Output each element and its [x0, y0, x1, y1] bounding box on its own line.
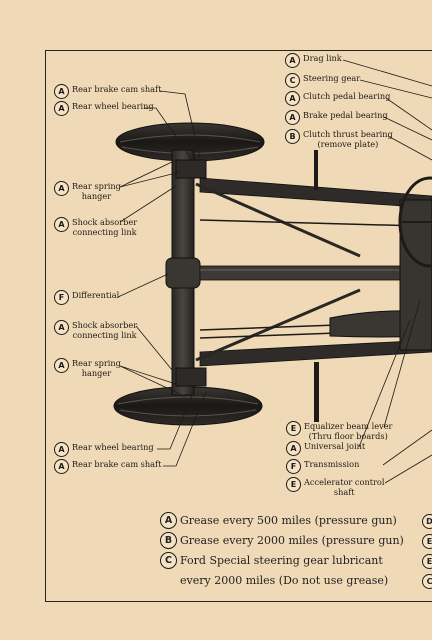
key-circle: E [286, 421, 301, 436]
legend-text: Grease every 500 miles (pressure gun) [180, 514, 397, 527]
label-text: Rear brake cam shaft [72, 459, 162, 469]
label-text: Rear spring [72, 358, 121, 368]
label-text: Transmission [304, 459, 360, 469]
key-circle: F [286, 459, 301, 474]
label-differential: F Differential [54, 290, 119, 305]
label-text: Differential [72, 290, 120, 300]
label-rear-brake-cam-shaft-bottom: A Rear brake cam shaft [54, 459, 161, 474]
key-circle: B [285, 129, 300, 144]
key-circle: A [54, 217, 69, 232]
key-circle: A [54, 181, 69, 196]
key-circle: A [285, 110, 300, 125]
key-circle: E [286, 477, 301, 492]
legend-text: Grease every 2000 miles (pressure gun) [180, 534, 404, 547]
transmission-housing [329, 199, 432, 351]
label-universal-joint: A Universal joint [286, 441, 365, 456]
label-rear-brake-cam-shaft-top: A Rear brake cam shaft [54, 84, 161, 99]
label-text: Clutch pedal bearing [303, 91, 391, 101]
legend-item-b: B Grease every 2000 miles (pressure gun) [160, 532, 404, 549]
edge-key-circle: E [422, 554, 432, 569]
label-text: Rear wheel bearing [72, 101, 154, 111]
edge-key-circle: D [422, 514, 432, 529]
legend-key: C [160, 552, 177, 569]
key-circle: A [285, 53, 300, 68]
label-text: Shock absorber [72, 217, 138, 227]
key-circle: C [285, 73, 300, 88]
key-circle: A [54, 459, 69, 474]
key-circle: A [54, 442, 69, 457]
label-text: Steering gear [303, 73, 361, 83]
torque-tube [199, 265, 432, 281]
key-circle: A [54, 101, 69, 116]
legend-item-c: C Ford Special steering gear lubricant [160, 552, 383, 569]
legend-item-a: A Grease every 500 miles (pressure gun) [160, 512, 397, 529]
edge-key-circle: C [422, 574, 432, 589]
label-text-line2: connecting link [72, 227, 137, 237]
key-circle: A [54, 320, 69, 335]
label-text: Clutch thrust bearing [303, 129, 393, 139]
key-circle: F [54, 290, 69, 305]
label-text-line2: (remove plate) [317, 139, 379, 149]
key-circle: A [286, 441, 301, 456]
label-drag-link: A Drag link [285, 53, 342, 68]
rear-axle-housing [165, 149, 207, 396]
label-text: Rear spring [72, 181, 121, 191]
legend-key: B [160, 532, 177, 549]
drag-link-rod [314, 150, 318, 190]
label-text: Shock absorber [72, 320, 138, 330]
label-text-line2: hanger [81, 191, 112, 201]
label-text: Drag link [303, 53, 342, 63]
legend-text: Ford Special steering gear lubricant [180, 554, 383, 567]
label-transmission: F Transmission [286, 459, 359, 474]
label-brake-pedal-bearing: A Brake pedal bearing [285, 110, 388, 125]
label-steering-gear: C Steering gear [285, 73, 360, 88]
label-rear-wheel-bearing-top: A Rear wheel bearing [54, 101, 154, 116]
label-text: Universal joint [304, 441, 366, 451]
label-text: Brake pedal bearing [303, 110, 388, 120]
label-text: Accelerator control [304, 477, 385, 487]
label-rear-wheel-bearing-bottom: A Rear wheel bearing [54, 442, 154, 457]
label-clutch-pedal-bearing: A Clutch pedal bearing [285, 91, 390, 106]
label-equalizer-beam-lever: E Equalizer beam lever(Thru floor boards… [286, 421, 392, 441]
diagram-frame [45, 50, 432, 602]
label-text: Rear brake cam shaft [72, 84, 162, 94]
key-circle: A [54, 84, 69, 99]
label-text-line2: hanger [81, 368, 112, 378]
legend-key: A [160, 512, 177, 529]
radius-rods [195, 182, 361, 362]
label-text: Rear wheel bearing [72, 442, 154, 452]
legend-item-c-continuation: every 2000 miles (Do not use grease) [180, 574, 389, 587]
leader-lines [117, 59, 432, 484]
key-circle: A [285, 91, 300, 106]
label-text-line2: connecting link [72, 330, 137, 340]
key-circle: A [54, 358, 69, 373]
label-clutch-thrust-bearing: B Clutch thrust bearing(remove plate) [285, 129, 393, 149]
label-text-line2: (Thru floor boards) [308, 431, 388, 441]
edge-key-circle: E [422, 534, 432, 549]
equalizer-lever [314, 362, 319, 422]
label-text: Equalizer beam lever [304, 421, 393, 431]
steering-wheel [398, 176, 432, 268]
label-text-line2: shaft [333, 487, 355, 497]
